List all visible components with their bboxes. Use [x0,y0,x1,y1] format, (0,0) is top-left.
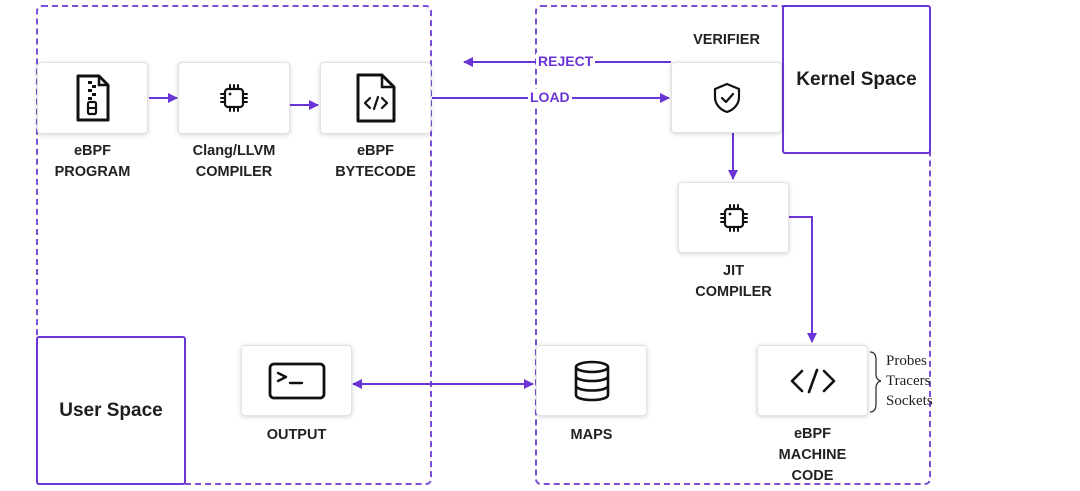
terminal-icon [268,362,325,399]
jit-compiler-node[interactable] [678,182,789,253]
kernel-space-region [535,5,931,485]
reject-label: REJECT [536,53,596,69]
kernel-space-label: Kernel Space [782,5,931,154]
clang-llvm-compiler-label: Clang/LLVM COMPILER [192,143,276,180]
maps-node[interactable] [536,345,647,416]
output-node[interactable] [241,345,352,416]
hooks-brace [869,351,882,413]
verifier-label: VERIFIER [693,32,760,48]
code-file-icon [356,73,395,123]
chip-icon [220,84,248,112]
arrow-jit-to-machine-code [789,216,817,343]
ebpf-bytecode-node[interactable] [320,62,431,134]
zip-file-icon [76,74,109,122]
ebpf-bytecode-label: eBPF BYTECODE [335,143,416,180]
shield-check-icon [713,82,740,113]
user-space-label: User Space [36,336,186,485]
ebpf-machine-code-label: eBPF MACHINE CODE [778,426,847,484]
user-space-region [36,5,432,485]
clang-llvm-compiler-node[interactable] [178,62,290,134]
code-brackets-icon [790,368,835,393]
output-label: OUTPUT [266,427,327,443]
chip-icon [719,203,748,232]
verifier-node[interactable] [671,62,782,133]
load-label: LOAD [528,89,572,105]
hook-probes: Probes [886,353,927,369]
database-icon [574,360,609,401]
hook-tracers: Tracers [886,373,931,389]
ebpf-program-label: eBPF PROGRAM [54,143,131,180]
hooks-list: Probes Tracers Sockets [886,351,933,411]
hook-sockets: Sockets [886,393,933,409]
ebpf-program-node[interactable] [37,62,148,134]
jit-compiler-label: JIT COMPILER [695,263,772,300]
maps-label: MAPS [570,427,613,443]
ebpf-machine-code-node[interactable] [757,345,868,416]
